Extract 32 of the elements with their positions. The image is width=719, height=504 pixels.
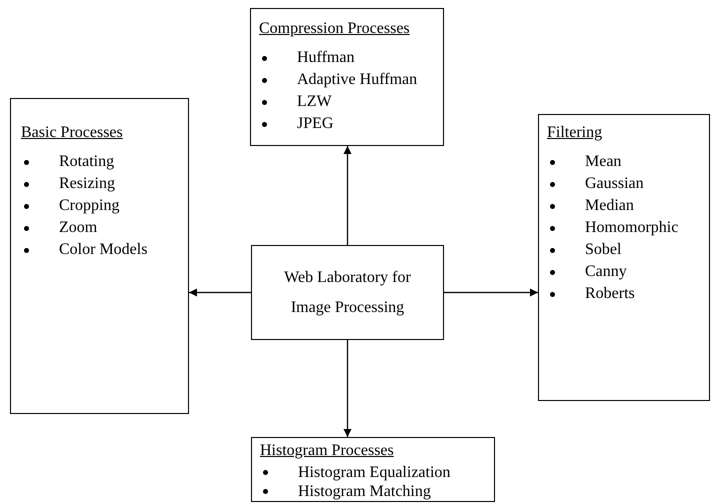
list-item: Histogram Matching [298,482,431,501]
list-item: Resizing [59,174,115,194]
list-item: Huffman [297,48,354,68]
list-item: Rotating [59,152,114,172]
category-box [251,437,495,502]
arrow [444,288,538,296]
list-item: Mean [585,152,622,172]
list-item: Adaptive Huffman [297,70,418,90]
list-item: Cropping [59,196,120,216]
list-item: Canny [585,262,627,282]
list-item: Median [585,196,634,216]
list-item: Sobel [585,240,622,260]
list-item: Color Models [59,240,148,260]
list-item: Gaussian [585,174,644,194]
category-heading: Basic Processes [21,123,124,143]
category-heading: Histogram Processes [260,441,395,461]
arrow [344,340,352,437]
list-item: LZW [297,92,332,112]
category-heading: Filtering [547,123,604,143]
main-box [251,245,444,340]
category-heading: Compression Processes [259,19,411,39]
category-box [538,114,710,401]
main-title: Web Laboratory for Image Processing [283,268,412,318]
list-item: Histogram Equalization [298,463,450,482]
arrow [189,288,251,296]
list-item: Roberts [585,284,635,304]
arrow [344,146,352,245]
list-item: JPEG [297,114,334,134]
list-item: Homomorphic [585,218,678,238]
category-box [250,8,444,146]
category-box [10,98,189,414]
list-item: Zoom [59,218,98,238]
